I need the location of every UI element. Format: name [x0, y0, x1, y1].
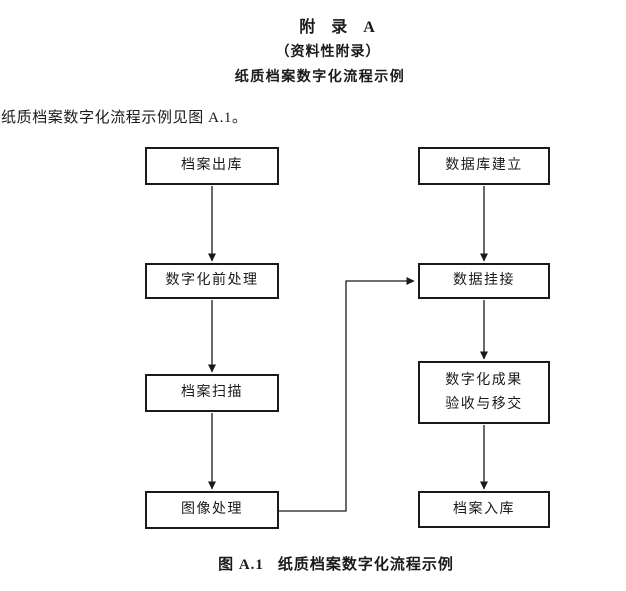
flow-box-data-linking: 数据挂接: [418, 263, 550, 299]
flow-box-pre-digitization-processing: 数字化前处理: [145, 263, 279, 299]
flow-box-label: 数字化成果 验收与移交: [445, 372, 523, 412]
figure-caption: 图 A.1 纸质档案数字化流程示例: [23, 553, 626, 574]
arrow-imageprocessing-to-datalinking: [279, 277, 415, 512]
figure-caption-label: 图 A.1: [218, 557, 264, 573]
appendix-title: 纸质档案数字化流程示例: [234, 70, 406, 85]
appendix-heading: 附 录 A: [299, 19, 381, 36]
appendix-subheading: （资料性附录）: [275, 45, 381, 60]
flow-box-label: 档案入库: [453, 501, 515, 517]
flow-box-label: 档案扫描: [181, 385, 243, 400]
flow-box-label: 数据挂接: [453, 273, 515, 288]
intro-paragraph: 纸质档案数字化流程示例见图 A.1。: [1, 110, 248, 126]
flow-box-label: 图像处理: [181, 502, 243, 517]
flow-box-archives-checkout: 档案出库: [145, 147, 279, 185]
flow-box-database-creation: 数据库建立: [418, 147, 550, 185]
flow-box-archive-scanning: 档案扫描: [145, 374, 279, 412]
flow-box-image-processing: 图像处理: [145, 491, 279, 529]
figure-caption-title: 纸质档案数字化流程示例: [277, 557, 454, 573]
flow-box-label: 数字化前处理: [165, 273, 259, 288]
flow-box-label: 档案出库: [181, 158, 243, 173]
flow-box-acceptance-and-transfer: 数字化成果 验收与移交: [418, 361, 550, 424]
flow-box-archives-storage: 档案入库: [418, 491, 550, 528]
flow-box-label: 数据库建立: [445, 158, 523, 173]
